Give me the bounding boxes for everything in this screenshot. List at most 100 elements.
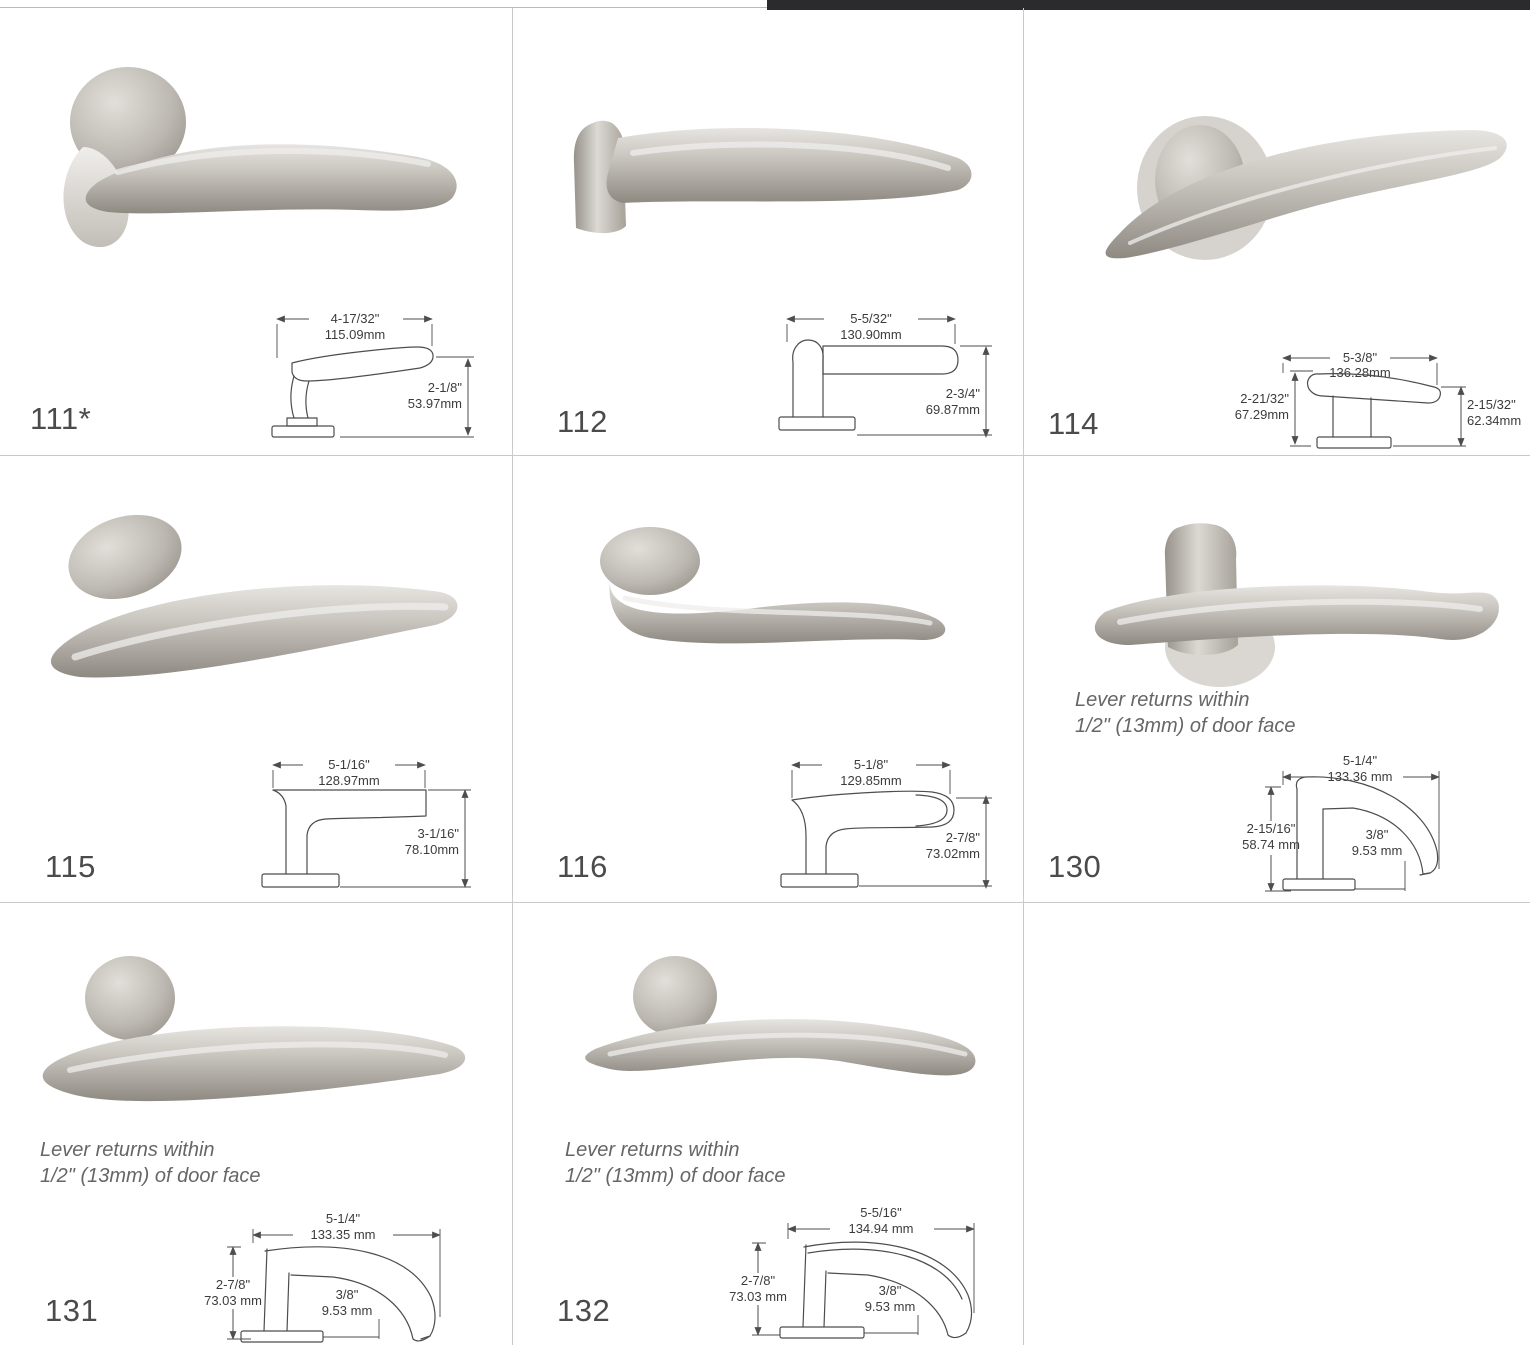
width-mm: 115.09mm: [325, 327, 385, 342]
return-inches: 3/8": [1366, 827, 1389, 842]
dimension-drawing-111: 4-17/32" 115.09mm 2-1/8" 53.97mm: [271, 311, 474, 438]
highlight: [607, 1032, 968, 1057]
product-cell-114: 5-3/8" 136.28mm 2-21/32" 67.29mm 2-15/32…: [1023, 8, 1530, 455]
product-cell-112: 5-5/32" 130.90mm 2-3/4" 69.87mm 112: [512, 8, 1023, 455]
return-inches: 3/8": [879, 1283, 902, 1298]
lever-knob: [70, 67, 186, 177]
note-line-2: 1/2" (13mm) of door face: [1075, 715, 1296, 738]
note-line-1: Lever returns within: [40, 1139, 215, 1161]
lever-stem: [573, 120, 626, 234]
note-line-1: Lever returns within: [565, 1139, 740, 1161]
model-number: 131: [45, 1293, 99, 1328]
product-cell-131: Lever returns within 1/2" (13mm) of door…: [0, 902, 512, 1345]
product-cell-132: Lever returns within 1/2" (13mm) of door…: [512, 902, 1023, 1345]
lever-return-note: Lever returns within 1/2" (13mm) of door…: [565, 1137, 786, 1190]
width-inches: 5-1/4": [1343, 753, 1378, 768]
height-mm: 69.87mm: [926, 402, 980, 417]
width-mm: 133.35 mm: [310, 1227, 375, 1242]
note-line-2: 1/2" (13mm) of door face: [565, 1165, 786, 1188]
dimension-drawing-112: 5-5/32" 130.90mm 2-3/4" 69.87mm: [778, 311, 992, 438]
highlight: [67, 1041, 448, 1073]
lever-photo-114: [1105, 116, 1507, 260]
lever-arm: [585, 1019, 976, 1076]
width-inches: 5-1/16": [328, 757, 370, 772]
lever-stem: [633, 956, 717, 1036]
lever-photo-131: [42, 956, 466, 1102]
height-inches: 3-1/16": [418, 826, 460, 841]
width-inches: 5-5/16": [860, 1205, 902, 1220]
height-mm: 73.03 mm: [204, 1293, 262, 1308]
grid-hline-1: [0, 455, 1530, 456]
left-height-inches: 2-21/32": [1240, 391, 1289, 406]
width-inches: 5-1/8": [854, 757, 889, 772]
height-inches: 2-7/8": [216, 1277, 251, 1292]
dimension-drawing-130: 5-1/4" 133.36 mm 2-15/16" 58.74 mm 3/8" …: [1242, 753, 1440, 892]
lever-photo-116: [600, 527, 946, 644]
note-line-2: 1/2" (13mm) of door face: [40, 1165, 261, 1188]
height-mm: 73.03 mm: [729, 1289, 787, 1304]
height-inches: 2-7/8": [741, 1273, 776, 1288]
product-cell-116: 5-1/8" 129.85mm 2-7/8" 73.02mm 116: [512, 455, 1023, 902]
width-mm: 133.36 mm: [1327, 769, 1392, 784]
right-height-mm: 62.34mm: [1467, 413, 1521, 428]
product-cell-115: 5-1/16" 128.97mm 3-1/16" 78.10mm 115: [0, 455, 512, 902]
product-cell-130: Lever returns within 1/2" (13mm) of door…: [1023, 455, 1530, 902]
right-height-inches: 2-15/32": [1467, 397, 1516, 412]
lever-photo-112: [573, 120, 972, 234]
model-number: 111*: [30, 401, 92, 436]
lever-photo-111: [63, 67, 457, 248]
height-mm: 58.74 mm: [1242, 837, 1300, 852]
return-mm: 9.53 mm: [322, 1303, 373, 1318]
height-inches: 2-7/8": [946, 830, 981, 845]
lever-photo-132: [585, 956, 976, 1076]
grid-vline-2: [1023, 8, 1024, 1345]
dimension-drawing-132: 5-5/16" 134.94 mm 2-7/8" 73.03 mm 3/8" 9…: [729, 1205, 975, 1339]
top-bar: [767, 0, 1530, 10]
height-inches: 2-1/8": [428, 380, 463, 395]
dimension-drawing-115: 5-1/16" 128.97mm 3-1/16" 78.10mm: [261, 757, 471, 888]
empty-cell: [1023, 902, 1530, 1345]
model-number: 130: [1048, 849, 1102, 884]
model-number: 114: [1048, 406, 1099, 441]
width-mm: 134.94 mm: [848, 1221, 913, 1236]
model-number: 116: [557, 849, 608, 884]
height-inches: 2-15/16": [1247, 821, 1296, 836]
width-inches: 4-17/32": [331, 311, 380, 326]
left-height-mm: 67.29mm: [1235, 407, 1289, 422]
model-number: 112: [557, 404, 608, 439]
width-mm: 129.85mm: [840, 773, 901, 788]
top-rule: [0, 7, 767, 8]
return-inches: 3/8": [336, 1287, 359, 1302]
note-line-1: Lever returns within: [1075, 689, 1250, 711]
lever-stem: [85, 956, 175, 1040]
height-inches: 2-3/4": [946, 386, 981, 401]
lever-stem: [600, 527, 700, 595]
height-mm: 73.02mm: [926, 846, 980, 861]
dimension-drawing-131: 5-1/4" 133.35 mm 2-7/8" 73.03 mm 3/8" 9.…: [204, 1211, 441, 1343]
return-mm: 9.53 mm: [865, 1299, 916, 1314]
height-mm: 78.10mm: [405, 842, 459, 857]
grid-vline-1: [512, 8, 513, 1345]
lever-arm: [606, 127, 972, 203]
lever-photo-130: [1094, 523, 1499, 687]
lever-stem: [68, 514, 182, 600]
lever-return-note: Lever returns within 1/2" (13mm) of door…: [1075, 687, 1296, 740]
highlight: [1117, 598, 1483, 625]
product-cell-111: 4-17/32" 115.09mm 2-1/8" 53.97mm 111*: [0, 8, 512, 455]
lever-return-note: Lever returns within 1/2" (13mm) of door…: [40, 1137, 261, 1190]
lever-photo-115: [50, 514, 458, 678]
return-mm: 9.53 mm: [1352, 843, 1403, 858]
model-number: 115: [45, 849, 96, 884]
height-mm: 53.97mm: [408, 396, 462, 411]
width-inches: 5-1/4": [326, 1211, 361, 1226]
width-mm: 128.97mm: [318, 773, 379, 788]
dimension-drawing-114: 5-3/8" 136.28mm 2-21/32" 67.29mm 2-15/32…: [1235, 350, 1521, 449]
highlight: [1128, 146, 1497, 245]
highlight: [115, 147, 431, 175]
grid-hline-2: [0, 902, 1530, 903]
width-inches: 5-3/8": [1343, 350, 1378, 365]
width-inches: 5-5/32": [850, 311, 892, 326]
model-number: 132: [557, 1293, 611, 1328]
width-mm: 136.28mm: [1329, 365, 1390, 380]
